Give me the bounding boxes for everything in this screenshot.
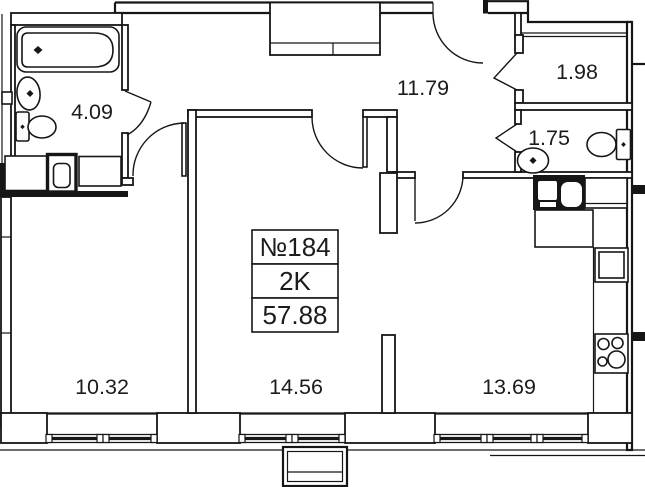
- washing-machine: [45, 152, 78, 194]
- balcony: [281, 445, 349, 487]
- kitchen-stove: [594, 333, 629, 374]
- bathroom-area-label: 4.09: [71, 100, 113, 124]
- unit-number: №184: [259, 232, 330, 262]
- bathroom-cabinet-left: [4, 155, 48, 192]
- wardrobe-door: [492, 52, 518, 91]
- hallway-area-label: 11.79: [397, 76, 449, 100]
- wardrobe-area-label: 1.98: [556, 60, 598, 84]
- bathtub: [16, 26, 120, 73]
- bathroom-sink: [1, 76, 41, 111]
- doors: [124, 12, 518, 224]
- living-room-door: [311, 116, 368, 169]
- kitchen-area-label: 13.69: [482, 375, 536, 399]
- unit-info-card: №184 2K 57.88: [251, 229, 339, 333]
- unit-total-area: 57.88: [262, 300, 327, 330]
- window-kitchen: [433, 433, 589, 444]
- room-area-labels: 4.09 11.79 1.98 1.75 10.32 14.56 13.69: [71, 60, 598, 399]
- window-bedroom: [45, 433, 158, 444]
- kitchen-sink-unit: [533, 175, 585, 210]
- kitchen-fridge: [594, 247, 629, 283]
- wc-door: [494, 123, 518, 153]
- bathroom-door: [124, 90, 152, 136]
- bedroom-area-label: 10.32: [75, 375, 129, 399]
- kitchen-counter: [534, 177, 628, 413]
- living-room-area-label: 14.56: [269, 375, 323, 399]
- unit-type: 2K: [279, 266, 311, 296]
- wc-toilet: [586, 128, 632, 161]
- vent-shaft: [269, 1, 381, 56]
- window-living-room: [238, 433, 346, 444]
- bathroom-cabinet-right: [78, 155, 122, 187]
- entry-door: [432, 12, 484, 64]
- wc-area-label: 1.75: [528, 126, 570, 150]
- exterior-walls: [0, 0, 645, 457]
- bedroom-door: [132, 122, 187, 177]
- wc-sink: [516, 147, 550, 174]
- bathroom-toilet: [15, 111, 57, 142]
- kitchen-door: [414, 174, 464, 224]
